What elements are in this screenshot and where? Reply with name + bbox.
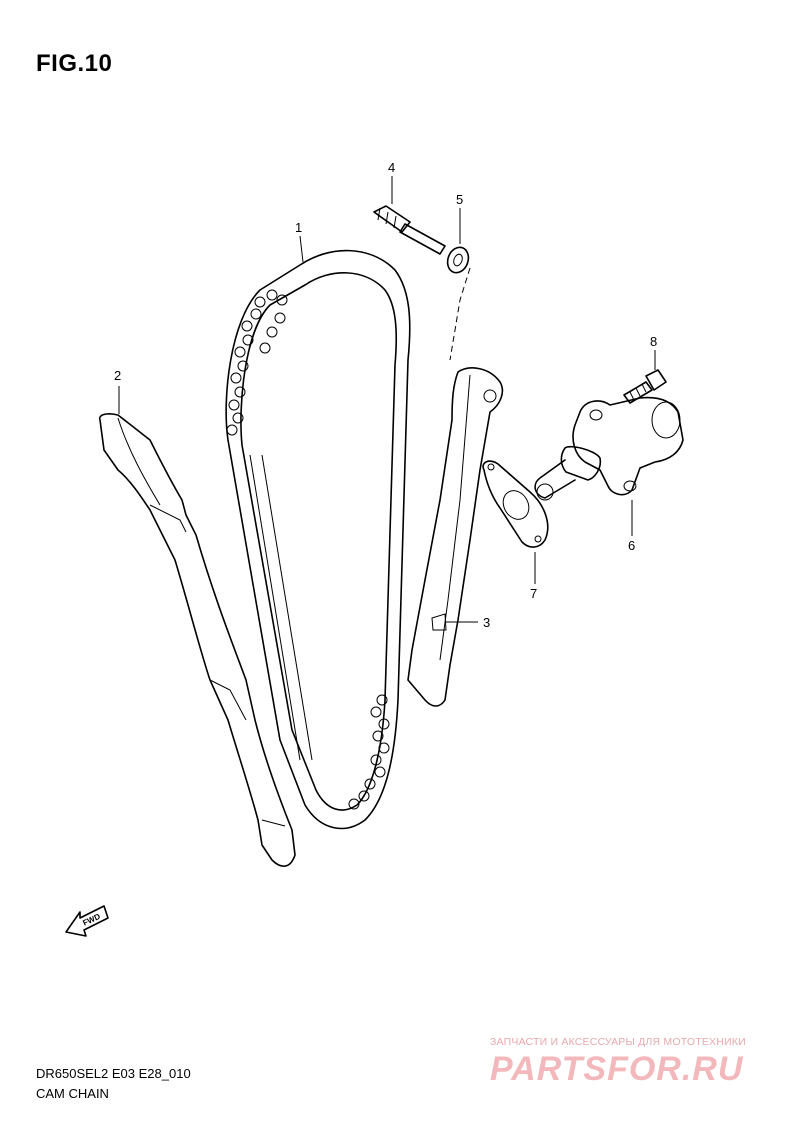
front-chain-guide-part[interactable] — [98, 413, 296, 867]
callout-5: 5 — [456, 192, 463, 207]
gasket-part[interactable] — [482, 460, 549, 548]
callout-8: 8 — [650, 334, 657, 349]
diagram-name: CAM CHAIN — [36, 1086, 109, 1101]
fwd-arrow-icon: FWD — [65, 905, 109, 937]
callout-4: 4 — [388, 160, 395, 175]
figure-title: FIG.10 — [36, 50, 113, 77]
callout-6: 6 — [628, 538, 635, 553]
callout-7: 7 — [530, 586, 537, 601]
chain-links-upper — [226, 289, 288, 436]
callout-2: 2 — [114, 368, 121, 383]
diagram-code: DR650SEL2 E03 E28_010 — [36, 1066, 191, 1081]
washer-part[interactable] — [444, 244, 472, 275]
adjuster-bolt-part[interactable] — [623, 369, 667, 404]
cam-chain-part[interactable] — [225, 249, 411, 830]
watermark-logo: PARTSFOR.RU — [490, 1050, 744, 1088]
callout-3: 3 — [483, 615, 490, 630]
chain-links-lower — [348, 694, 390, 810]
tensioner-guide-part[interactable] — [407, 367, 504, 707]
guide-bolt-part[interactable] — [373, 205, 446, 255]
tensioner-adjuster-part[interactable] — [534, 396, 684, 501]
watermark-subtitle: ЗАПЧАСТИ И АКСЕССУАРЫ ДЛЯ МОТОТЕХНИКИ — [490, 1036, 746, 1048]
callout-1: 1 — [295, 220, 302, 235]
